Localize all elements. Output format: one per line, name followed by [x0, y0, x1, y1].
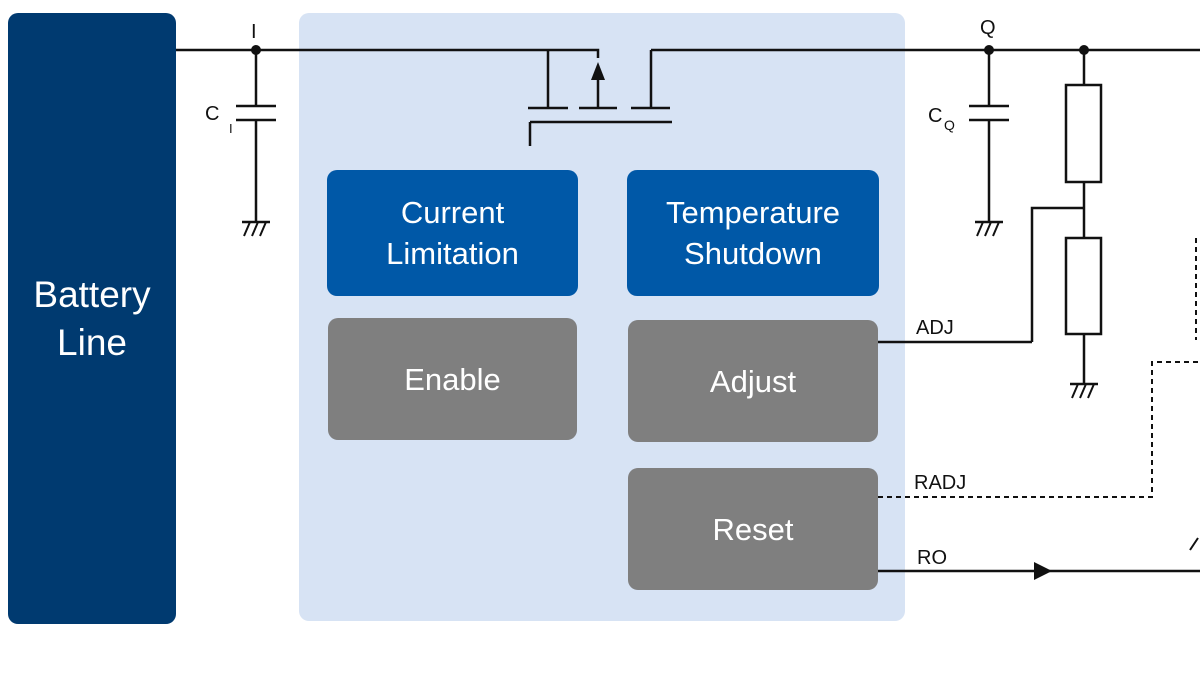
reset-label: Reset [712, 511, 794, 547]
input-capacitor-label: C [205, 103, 219, 125]
enable-label: Enable [404, 361, 501, 397]
adjust-label: Adjust [709, 363, 797, 399]
adjust-block: Adjust [628, 320, 878, 442]
input-wire [176, 48, 600, 58]
node-input-label: I [251, 21, 257, 43]
battery-label-line1: Battery [33, 273, 151, 315]
ro-arrow-icon [1034, 562, 1052, 580]
output-capacitor-label: C [928, 105, 942, 127]
right-edge-tick [1189, 537, 1199, 551]
radj-signal-label: RADJ [914, 472, 966, 494]
current-limitation-block: Current Limitation [327, 170, 578, 296]
output-capacitor-subscript: Q [944, 117, 955, 133]
resistor-divider-symbol [1030, 50, 1103, 399]
temperature-shutdown-label-line1: Temperature [665, 195, 841, 230]
temperature-shutdown-label-line2: Shutdown [684, 236, 822, 271]
radj-wire [878, 361, 1200, 498]
input-capacitor-symbol [236, 50, 276, 237]
current-limitation-label-line1: Current [400, 195, 505, 230]
enable-block: Enable [328, 318, 577, 440]
adj-signal-label: ADJ [916, 317, 954, 339]
battery-line-block: Battery Line [8, 13, 176, 624]
current-limitation-label-line2: Limitation [386, 236, 519, 271]
battery-line-label: Battery Line [17, 271, 167, 367]
node-output-label: Q [980, 17, 996, 39]
input-capacitor-subscript: I [229, 121, 233, 136]
temperature-shutdown-block: Temperature Shutdown [627, 170, 879, 296]
output-capacitor-symbol [969, 50, 1009, 237]
battery-label-line2: Line [57, 321, 127, 363]
ro-signal-label: RO [917, 547, 947, 569]
reset-block: Reset [628, 468, 878, 590]
pass-transistor-symbol [528, 50, 672, 146]
